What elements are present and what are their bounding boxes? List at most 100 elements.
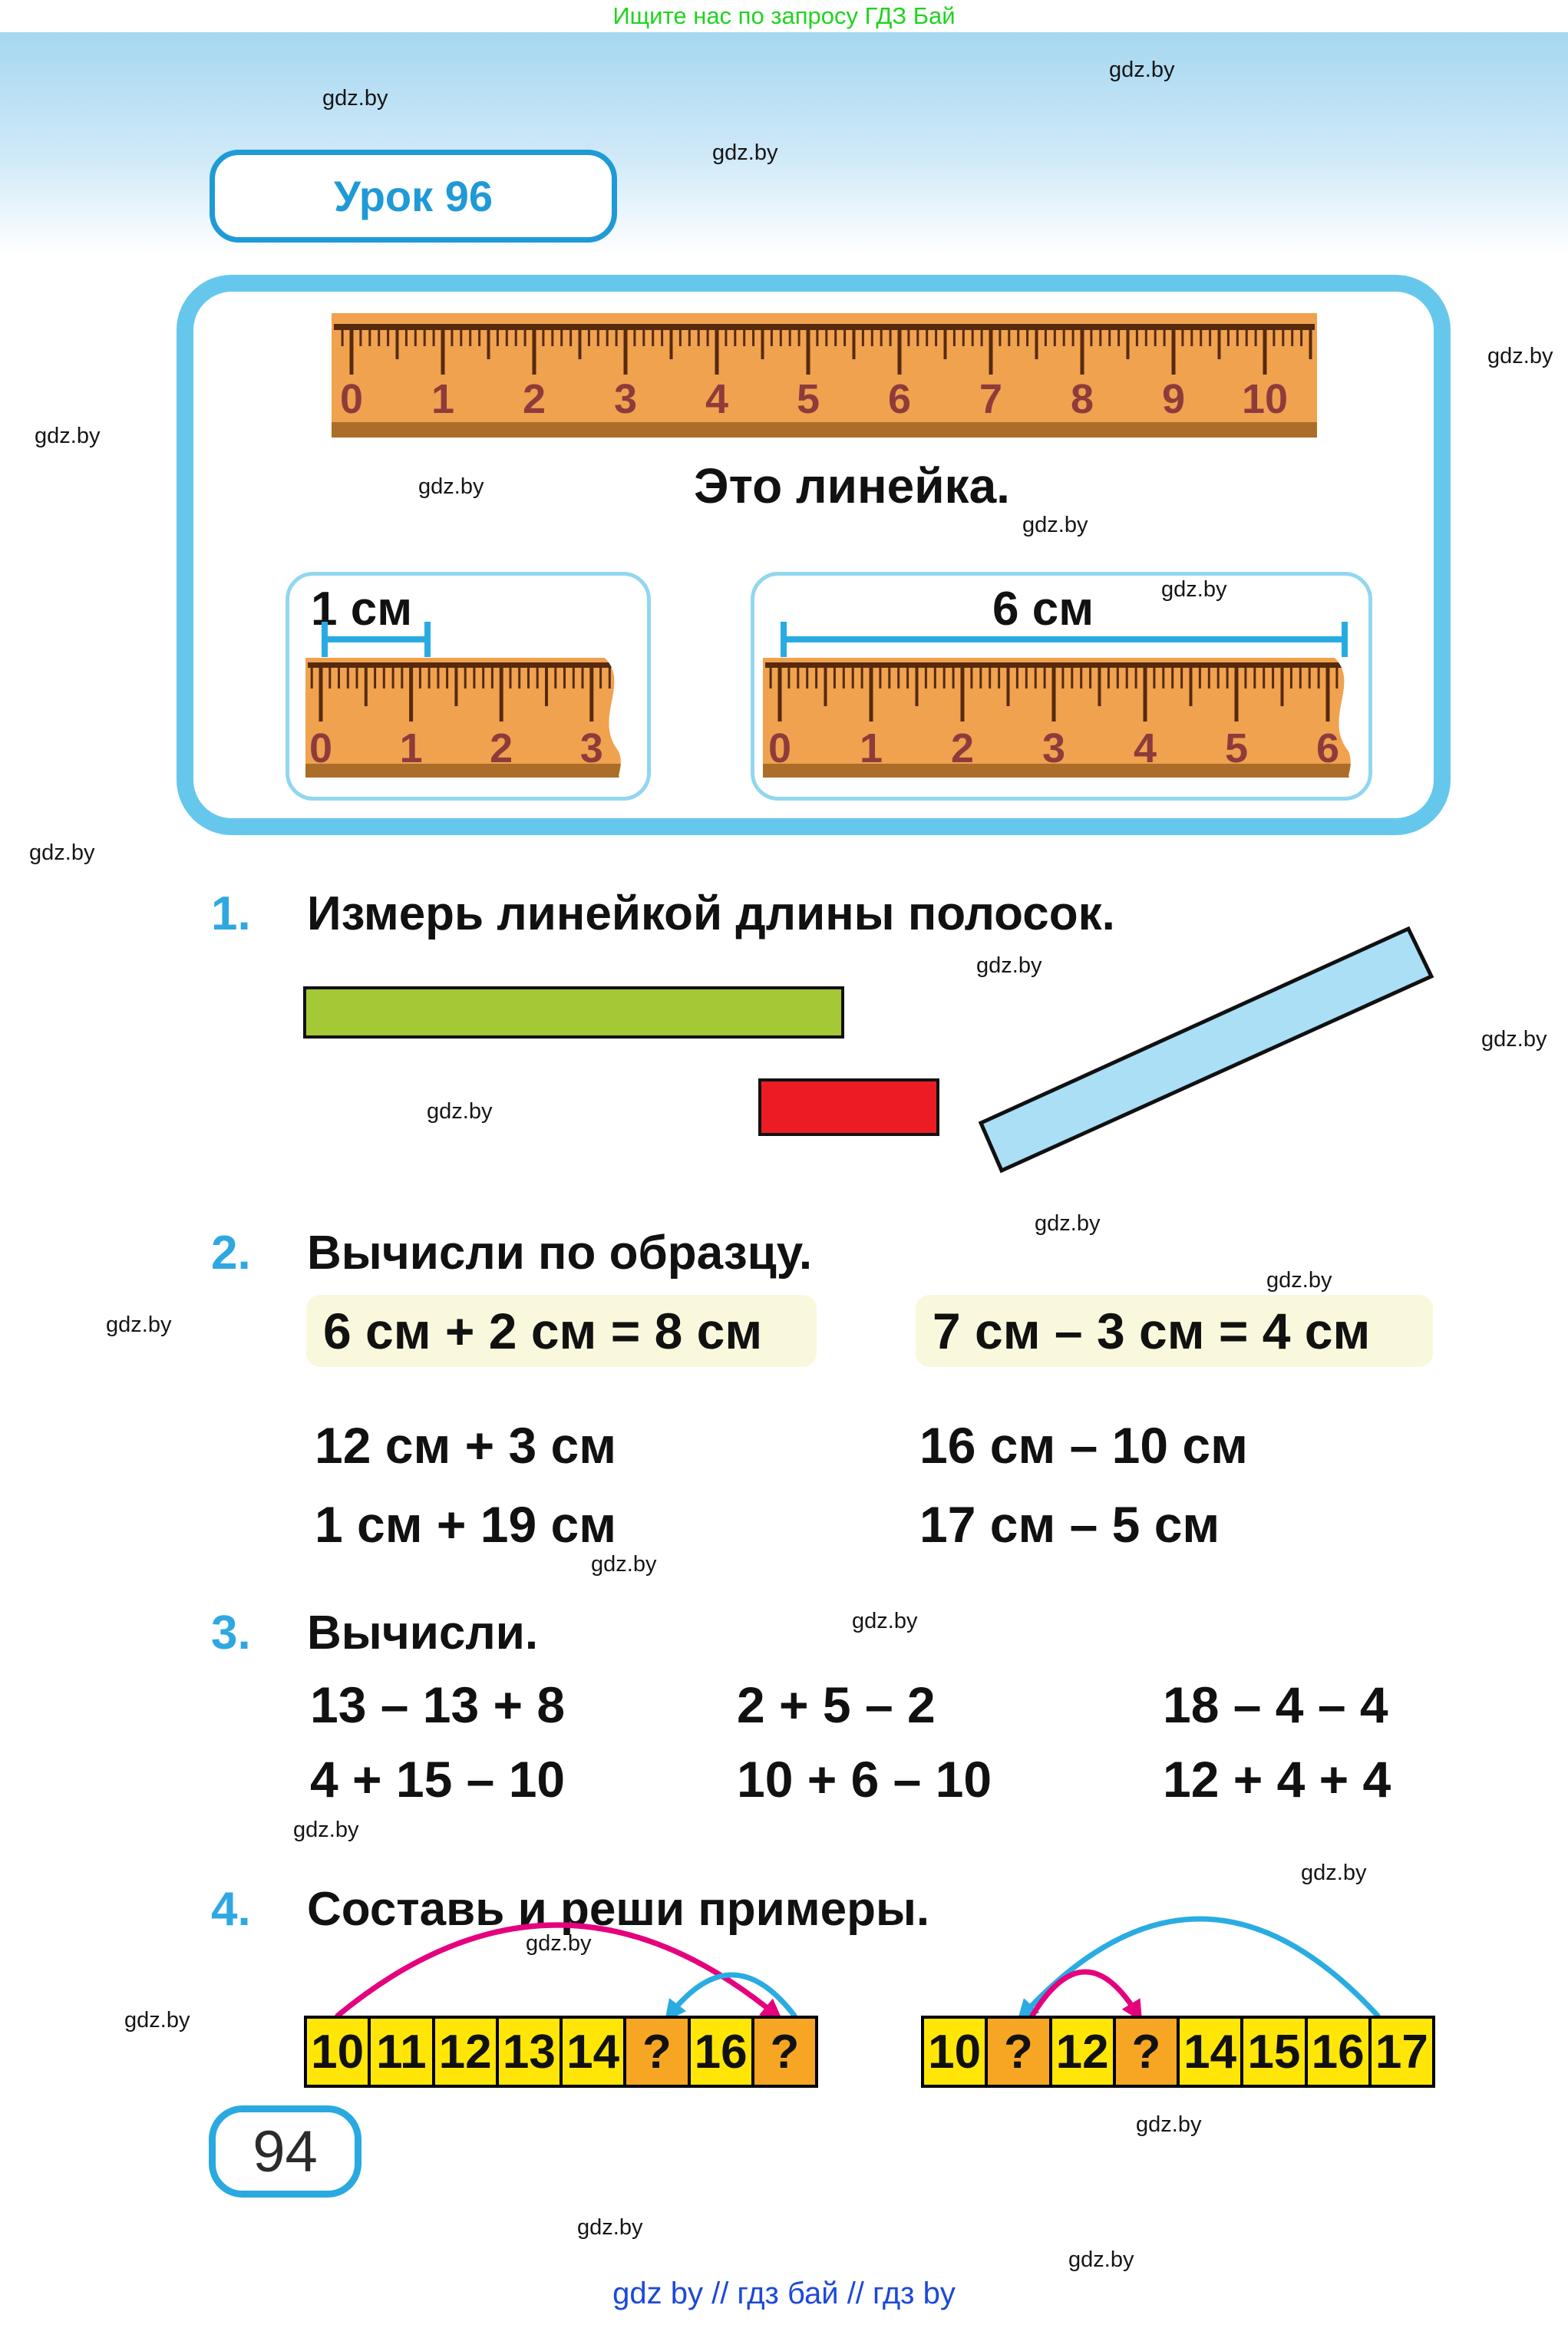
watermark: gdz.by <box>1109 58 1175 82</box>
page-number-badge: 94 <box>209 2105 361 2198</box>
pink-arc-left-strip <box>335 1922 783 2021</box>
watermark: gdz.by <box>29 840 95 865</box>
watermark: gdz.by <box>418 474 484 499</box>
svg-text:2: 2 <box>523 376 546 422</box>
watermark: gdz.by <box>124 2008 190 2033</box>
strip-cell: 14 <box>560 2019 624 2085</box>
svg-text:1: 1 <box>860 725 883 771</box>
watermark: gdz.by <box>1136 2112 1202 2137</box>
equation: 16 см – 10 см <box>919 1417 1248 1474</box>
svg-text:6: 6 <box>1316 725 1339 771</box>
svg-text:9: 9 <box>1162 376 1185 422</box>
measure-line-1cm <box>322 622 431 657</box>
strip-cell: 16 <box>687 2019 751 2085</box>
svg-text:1: 1 <box>400 725 423 771</box>
task4-number: 4. <box>211 1883 251 1936</box>
watermark: gdz.by <box>976 953 1042 978</box>
blue-arc-left-strip <box>664 1972 797 2022</box>
svg-text:10: 10 <box>1242 376 1288 422</box>
torn-ruler-graphic-0-3: 0 1 2 3 <box>305 658 628 778</box>
equation: 2 + 5 – 2 <box>737 1676 936 1733</box>
svg-text:3: 3 <box>580 725 603 771</box>
svg-text:5: 5 <box>797 376 820 422</box>
green-strip <box>303 986 844 1039</box>
svg-text:1: 1 <box>431 376 454 422</box>
task1-number: 1. <box>211 887 251 940</box>
equation: 13 – 13 + 8 <box>310 1676 566 1733</box>
strip-cell: 12 <box>1048 2019 1113 2085</box>
strip-cell: ? <box>623 2019 688 2085</box>
watermark: gdz.by <box>526 1931 592 1956</box>
task2-title: Вычисли по образцу. <box>307 1227 813 1280</box>
watermark: gdz.by <box>106 1313 172 1337</box>
equation: 18 – 4 – 4 <box>1163 1676 1388 1733</box>
watermark: gdz.by <box>712 140 778 165</box>
strip-cell: 15 <box>1240 2019 1305 2085</box>
task4-title: Составь и реши примеры. <box>307 1883 930 1936</box>
arrow-arcs <box>335 1916 1381 2023</box>
watermark: gdz.by <box>852 1609 918 1633</box>
strip-cell: 13 <box>495 2019 560 2085</box>
ruler-caption: Это линейка. <box>694 458 1010 514</box>
strip-cell: 16 <box>1304 2019 1368 2085</box>
strip-cell: ? <box>985 2019 1049 2085</box>
svg-text:3: 3 <box>614 376 637 422</box>
equation: 10 + 6 – 10 <box>737 1751 992 1808</box>
task3-title: Вычисли. <box>307 1607 539 1659</box>
task1-title: Измерь линейкой длины полосок. <box>307 887 1115 940</box>
watermark: gdz.by <box>1487 344 1553 368</box>
equation: 12 см + 3 см <box>315 1417 617 1474</box>
example-6cm-label: 6 см <box>992 583 1094 636</box>
equation: 4 + 15 – 10 <box>310 1751 566 1808</box>
example-highlight-right: 7 см – 3 см = 4 см <box>916 1295 1433 1367</box>
lesson-badge: Урок 96 <box>210 150 617 243</box>
svg-text:2: 2 <box>951 725 974 771</box>
watermark: gdz.by <box>1035 1211 1101 1236</box>
strip-cell: 10 <box>307 2019 368 2085</box>
top-notice: Ищите нас по запросу ГДЗ Бай <box>0 0 1568 32</box>
example-highlight-left: 6 см + 2 см = 8 см <box>306 1295 817 1367</box>
svg-text:0: 0 <box>309 725 332 771</box>
svg-text:5: 5 <box>1225 725 1248 771</box>
task2-number: 2. <box>211 1227 251 1280</box>
strip-cell: 17 <box>1368 2019 1432 2085</box>
strip-cell: 14 <box>1177 2019 1241 2085</box>
strip-cell: 11 <box>368 2019 432 2085</box>
watermark: gdz.by <box>1068 2247 1134 2272</box>
svg-text:4: 4 <box>705 376 728 422</box>
page-number: 94 <box>253 2118 318 2184</box>
measure-line-6cm <box>781 622 1348 657</box>
svg-text:3: 3 <box>1042 725 1065 771</box>
example-equation: 6 см + 2 см = 8 см <box>323 1303 763 1359</box>
equation: 12 + 4 + 4 <box>1163 1751 1391 1808</box>
equation: 17 см – 5 см <box>919 1496 1220 1553</box>
watermark: gdz.by <box>1266 1268 1332 1293</box>
example-equation: 7 см – 3 см = 4 см <box>933 1303 1371 1359</box>
watermark: gdz.by <box>427 1099 493 1124</box>
watermark: gdz.by <box>591 1552 657 1577</box>
svg-text:2: 2 <box>490 725 513 771</box>
svg-text:6: 6 <box>888 376 911 422</box>
svg-text:0: 0 <box>768 725 791 771</box>
torn-ruler-graphic-0-6: 0 1 2 3 4 5 6 <box>763 658 1358 778</box>
strip-cell: 10 <box>924 2019 985 2085</box>
pink-arc-right-strip <box>1029 1969 1143 2023</box>
watermark: gdz.by <box>35 424 101 448</box>
svg-text:0: 0 <box>340 376 363 422</box>
watermark: gdz.by <box>577 2215 643 2240</box>
blue-strip <box>978 926 1434 1174</box>
watermark: gdz.by <box>293 1818 359 1842</box>
watermark: gdz.by <box>1022 513 1088 537</box>
watermark: gdz.by <box>1161 577 1227 602</box>
watermark: gdz.by <box>322 86 388 111</box>
svg-text:4: 4 <box>1134 725 1157 771</box>
example-1cm-label: 1 см <box>311 583 413 636</box>
strip-cell: ? <box>1112 2019 1177 2085</box>
svg-text:8: 8 <box>1071 376 1094 422</box>
watermark: gdz.by <box>1301 1861 1367 1885</box>
equation: 1 см + 19 см <box>315 1496 617 1553</box>
